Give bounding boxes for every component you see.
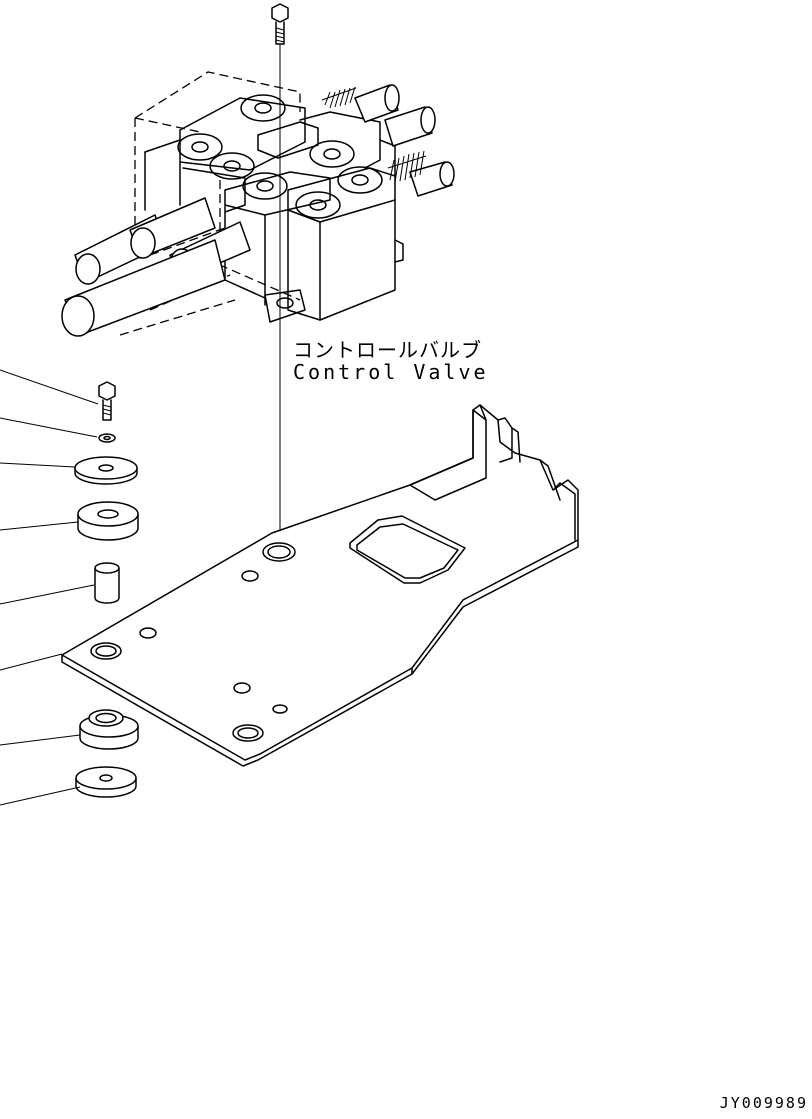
drawing-code: JY009989 [719,1094,808,1112]
callout-leaders [0,369,99,806]
rubber-mount-upper [77,501,139,541]
top-mounting-bolt [271,3,289,45]
part-label-english: Control Valve [293,360,489,384]
bolt-small [98,381,116,421]
mounting-bracket-plate [61,404,579,767]
lock-washer [98,433,116,443]
collar-sleeve [94,562,120,604]
rubber-mount-lower [79,709,139,750]
bottom-washer [75,766,137,798]
control-valve-assembly [61,71,455,337]
spring-coil-upper [321,86,357,109]
spring-coil-lower [387,150,427,183]
flat-washer [74,456,138,485]
part-label-japanese: コントロールバルブ [293,338,482,362]
